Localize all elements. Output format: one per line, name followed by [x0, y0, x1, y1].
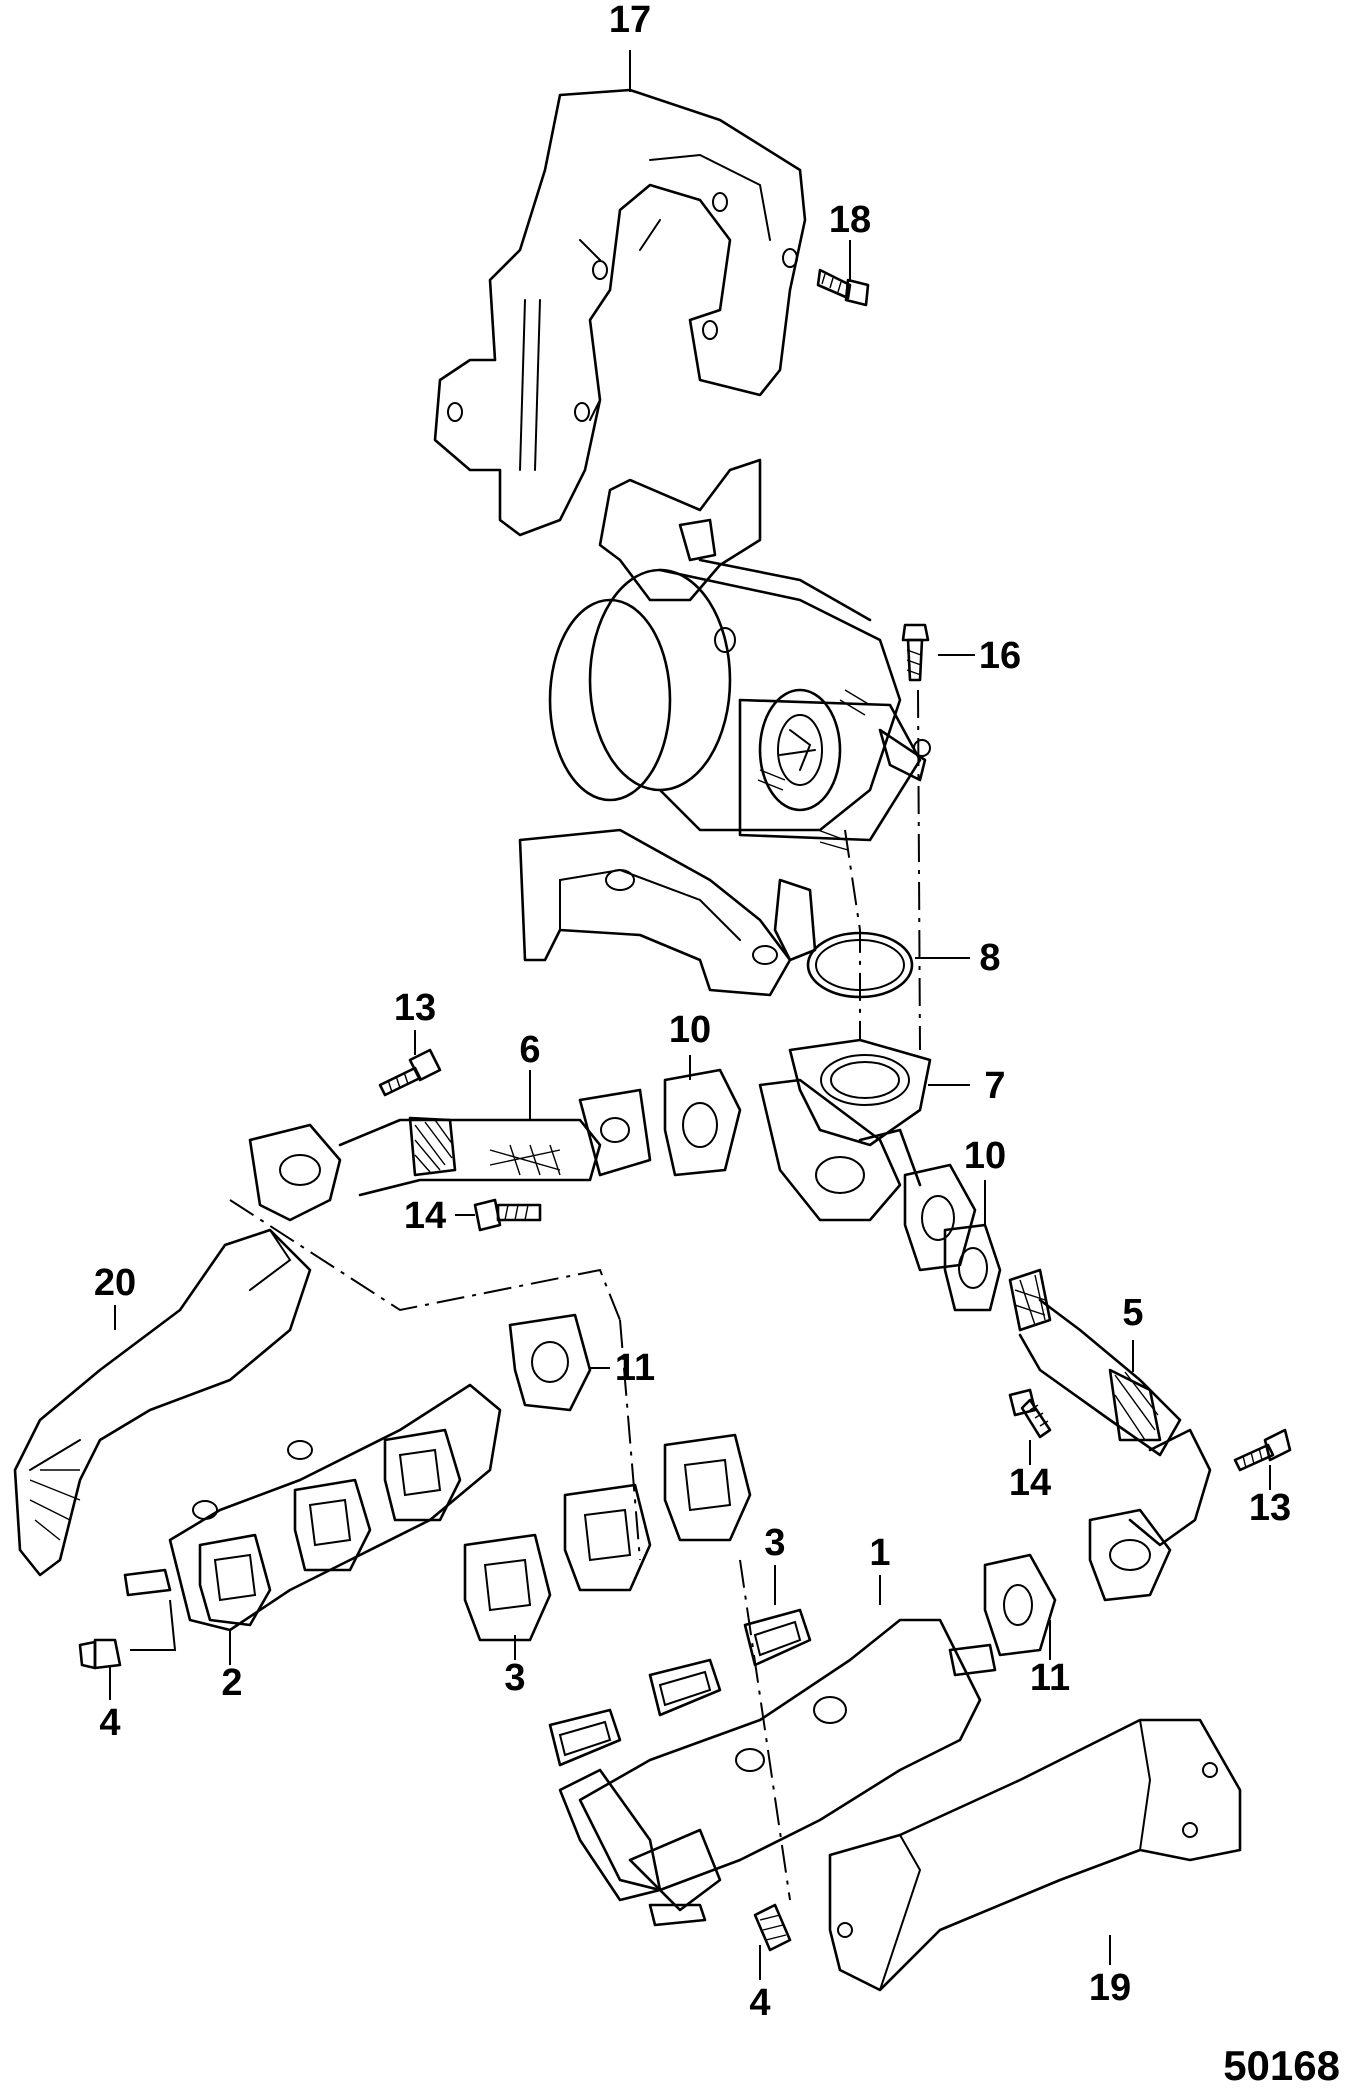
callout-5: 5 [1122, 1292, 1143, 1334]
callout-11-left: 11 [615, 1347, 655, 1389]
bolt-13-right [1233, 1428, 1292, 1472]
turbo-outlet-elbow [758, 1078, 922, 1222]
gasket-3-right [548, 1608, 812, 1767]
callout-1: 1 [869, 1532, 890, 1574]
callout-2: 2 [221, 1662, 242, 1704]
gasket-11-right [983, 1553, 1057, 1657]
flange-7 [788, 1038, 932, 1147]
callout-16: 16 [979, 635, 1021, 677]
callout-3-right: 3 [764, 1522, 785, 1564]
exhaust-manifold-2 [123, 1383, 502, 1651]
alignment-lines [229, 689, 921, 1901]
callout-18: 18 [829, 199, 871, 241]
callout-11-right: 11 [1030, 1657, 1070, 1699]
callout-7: 7 [984, 1065, 1005, 1107]
callout-17: 17 [609, 0, 651, 41]
bolt-13-left [378, 1048, 442, 1097]
callout-14-left: 14 [404, 1195, 446, 1237]
bolt-14-left [473, 1198, 542, 1232]
gasket-3-left [463, 1433, 752, 1642]
callout-10-right: 10 [964, 1135, 1006, 1177]
bolt-18 [816, 268, 870, 307]
figure-number: 50168 [1223, 2042, 1340, 2089]
flex-pipe-5 [1008, 1268, 1212, 1602]
exhaust-manifold-1 [558, 1618, 997, 1952]
callout-4-right: 4 [749, 1982, 770, 2024]
heat-shield-20 [13, 1228, 312, 1577]
callout-6: 6 [519, 1029, 540, 1071]
callout-10-upper: 10 [669, 1009, 711, 1051]
callout-20: 20 [94, 1262, 136, 1304]
callout-13-left: 13 [394, 987, 436, 1029]
bolt-16 [901, 623, 930, 682]
flex-pipe-6 [248, 1088, 652, 1222]
heat-shield-17 [433, 88, 807, 537]
gasket-10-upper-left [663, 1068, 742, 1177]
callout-13-right: 13 [1249, 1487, 1291, 1529]
plug-4-left [78, 1638, 122, 1670]
callout-14-right: 14 [1009, 1462, 1051, 1504]
turbocharger [518, 458, 931, 997]
callout-8: 8 [979, 937, 1000, 979]
callouts: 17 18 16 8 7 6 10 10 5 13 13 14 14 11 11… [94, 0, 1291, 2024]
leader-lines [109, 50, 1271, 1980]
bolt-14-right [1008, 1388, 1052, 1439]
gasket-11-left [508, 1313, 592, 1412]
callout-3-left: 3 [504, 1657, 525, 1699]
heat-shield-19 [828, 1718, 1242, 1992]
callout-19: 19 [1089, 1967, 1131, 2009]
callout-4-left: 4 [99, 1702, 120, 1744]
